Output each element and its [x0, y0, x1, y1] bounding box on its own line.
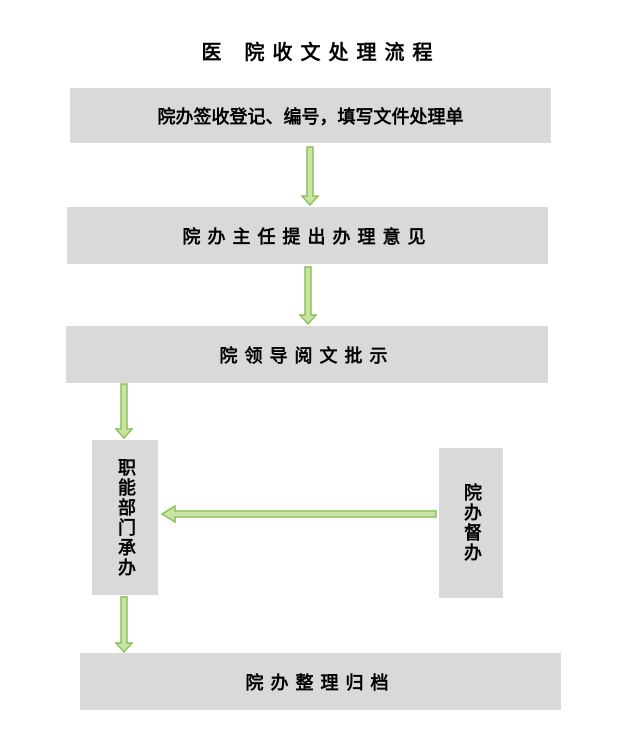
step-register-box: 院办签收登记、编号，填写文件处理单 — [70, 88, 551, 143]
step-supervise-box: 院办督办 — [439, 448, 503, 598]
arrow-director-to-leader — [298, 266, 318, 326]
arrow-supervise-to-department — [160, 504, 437, 524]
arrow-register-to-director — [300, 146, 320, 207]
step-archive-label: 院办整理归档 — [245, 672, 396, 694]
step-supervise-label: 院办督办 — [461, 483, 482, 563]
diagram-title: 医 院收文处理流程 — [201, 40, 441, 64]
arrow-leader-to-department — [114, 383, 134, 440]
step-archive-box: 院办整理归档 — [80, 653, 561, 710]
step-director-label: 院办主任提出办理意见 — [182, 226, 433, 248]
arrow-department-to-archive — [114, 596, 134, 654]
step-leader-label: 院领导阅文批示 — [219, 345, 395, 367]
step-register-label: 院办签收登记、编号，填写文件处理单 — [157, 106, 464, 128]
step-leader-box: 院领导阅文批示 — [66, 326, 548, 383]
step-department-label: 职能部门承办 — [115, 457, 136, 578]
step-director-box: 院办主任提出办理意见 — [67, 207, 548, 264]
step-department-box: 职能部门承办 — [92, 440, 158, 595]
